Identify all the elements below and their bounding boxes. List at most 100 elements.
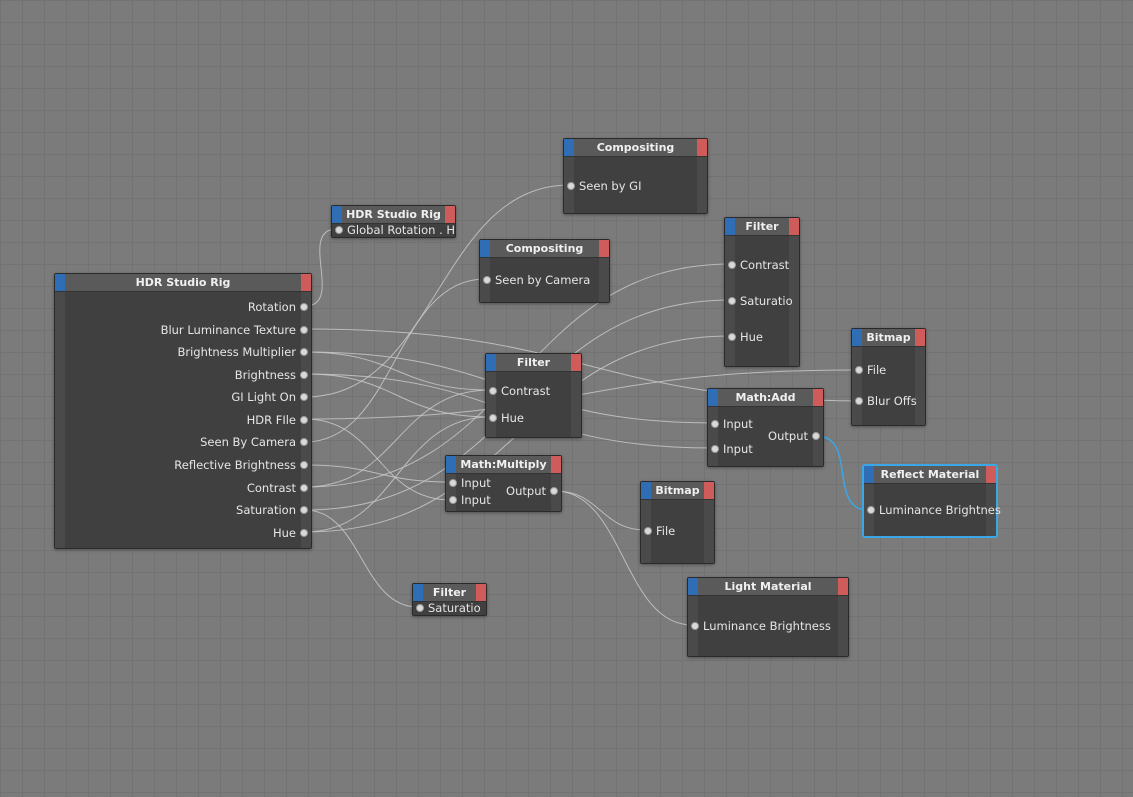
port-dot[interactable] xyxy=(300,461,308,469)
node-math-multiply[interactable]: Math:Multiply Input Input Output xyxy=(445,455,562,512)
port-rotation[interactable]: Rotation xyxy=(248,299,311,315)
node-reflect-material[interactable]: Reflect Material Luminance Brightnes xyxy=(863,465,1001,537)
port-saturation-input[interactable]: Saturatio xyxy=(413,600,498,616)
node-hdr-studio-rig-small[interactable]: HDR Studio Rig Global Rotation . H xyxy=(331,205,456,238)
port-file-input[interactable]: File xyxy=(852,362,930,378)
port-seen-by-camera-input[interactable]: Seen by Camera xyxy=(480,272,590,288)
node-math-add[interactable]: Math:Add Input Input Output xyxy=(707,388,824,467)
port-dot[interactable] xyxy=(812,432,820,440)
node-output-cap[interactable] xyxy=(813,389,823,406)
port-input-2[interactable]: Input xyxy=(708,441,753,457)
node-filter-mid[interactable]: Filter Contrast Hue xyxy=(485,353,582,438)
port-contrast-input[interactable]: Contrast xyxy=(486,383,550,399)
node-input-cap[interactable] xyxy=(413,584,423,601)
port-brightness-multiplier[interactable]: Brightness Multiplier xyxy=(177,344,311,360)
node-input-cap[interactable] xyxy=(725,218,735,235)
port-brightness[interactable]: Brightness xyxy=(235,367,311,383)
port-luminance-brightness-input[interactable]: Luminance Brightness xyxy=(688,618,831,634)
port-input-2[interactable]: Input xyxy=(446,492,491,508)
node-output-cap[interactable] xyxy=(551,456,561,473)
node-output-cap[interactable] xyxy=(445,206,455,223)
node-output-cap[interactable] xyxy=(476,584,486,601)
port-contrast[interactable]: Contrast xyxy=(247,480,311,496)
port-blur-offset-input[interactable]: Blur Offs xyxy=(852,393,930,409)
port-dot[interactable] xyxy=(489,387,497,395)
port-seen-by-camera[interactable]: Seen By Camera xyxy=(200,434,311,450)
node-input-cap[interactable] xyxy=(688,578,698,595)
node-compositing-gi[interactable]: Compositing Seen by GI xyxy=(563,138,708,214)
node-input-cap[interactable] xyxy=(852,329,862,346)
port-hdr-file[interactable]: HDR FIle xyxy=(247,412,311,428)
node-bitmap-top[interactable]: Bitmap File Blur Offs xyxy=(851,328,926,426)
port-dot[interactable] xyxy=(300,326,308,334)
port-input-1[interactable]: Input xyxy=(708,416,753,432)
port-dot[interactable] xyxy=(300,416,308,424)
port-saturation[interactable]: Saturation xyxy=(236,502,311,518)
port-hue[interactable]: Hue xyxy=(273,525,311,541)
port-hue-input[interactable]: Hue xyxy=(725,329,804,345)
port-dot[interactable] xyxy=(867,506,875,514)
node-output-cap[interactable] xyxy=(838,578,848,595)
port-dot[interactable] xyxy=(300,348,308,356)
port-dot[interactable] xyxy=(300,438,308,446)
node-output-cap[interactable] xyxy=(301,274,311,291)
node-input-cap[interactable] xyxy=(486,354,496,371)
port-hue-input[interactable]: Hue xyxy=(486,410,524,426)
node-filter-top[interactable]: Filter Contrast Saturatio Hue xyxy=(724,217,800,367)
port-dot[interactable] xyxy=(711,420,719,428)
node-input-cap[interactable] xyxy=(641,482,651,499)
node-output-cap[interactable] xyxy=(697,139,707,156)
node-input-cap[interactable] xyxy=(55,274,65,291)
node-input-cap[interactable] xyxy=(864,466,874,483)
node-output-cap[interactable] xyxy=(986,466,996,483)
port-dot[interactable] xyxy=(728,333,736,341)
port-dot[interactable] xyxy=(728,261,736,269)
port-dot[interactable] xyxy=(691,622,699,630)
port-dot[interactable] xyxy=(644,527,652,535)
node-light-material[interactable]: Light Material Luminance Brightness xyxy=(687,577,849,657)
port-saturation-input[interactable]: Saturatio xyxy=(725,293,804,309)
port-dot[interactable] xyxy=(300,393,308,401)
node-output-cap[interactable] xyxy=(599,240,609,257)
port-dot[interactable] xyxy=(550,487,558,495)
port-seen-by-gi[interactable]: Seen by GI xyxy=(564,178,641,194)
port-blur-luminance-texture[interactable]: Blur Luminance Texture xyxy=(161,322,311,338)
node-output-cap[interactable] xyxy=(789,218,799,235)
node-bitmap-bottom[interactable]: Bitmap File xyxy=(640,481,715,564)
port-dot[interactable] xyxy=(728,297,736,305)
port-dot[interactable] xyxy=(449,479,457,487)
port-contrast-input[interactable]: Contrast xyxy=(725,257,804,273)
port-dot[interactable] xyxy=(567,182,575,190)
port-luminance-brightness-input[interactable]: Luminance Brightnes xyxy=(864,502,1001,518)
node-input-cap[interactable] xyxy=(480,240,490,257)
node-output-cap[interactable] xyxy=(704,482,714,499)
port-dot[interactable] xyxy=(855,397,863,405)
port-dot[interactable] xyxy=(300,371,308,379)
port-file-input[interactable]: File xyxy=(641,523,675,539)
node-output-cap[interactable] xyxy=(915,329,925,346)
port-dot[interactable] xyxy=(489,414,497,422)
port-dot[interactable] xyxy=(855,366,863,374)
node-input-cap[interactable] xyxy=(332,206,342,223)
port-dot[interactable] xyxy=(483,276,491,284)
port-reflective-brightness[interactable]: Reflective Brightness xyxy=(174,457,311,473)
node-compositing-camera[interactable]: Compositing Seen by Camera xyxy=(479,239,610,303)
port-gi-light-on[interactable]: GI Light On xyxy=(231,389,311,405)
port-dot[interactable] xyxy=(711,445,719,453)
node-output-cap[interactable] xyxy=(571,354,581,371)
port-dot[interactable] xyxy=(300,303,308,311)
port-output[interactable]: Output xyxy=(768,428,823,444)
node-input-cap[interactable] xyxy=(708,389,718,406)
port-dot[interactable] xyxy=(416,604,424,612)
node-hdr-studio-rig-main[interactable]: HDR Studio Rig Rotation Blur Luminance T… xyxy=(54,273,312,549)
node-input-cap[interactable] xyxy=(564,139,574,156)
port-dot[interactable] xyxy=(300,484,308,492)
port-dot[interactable] xyxy=(449,496,457,504)
node-filter-small[interactable]: Filter Saturatio xyxy=(412,583,487,616)
port-input-1[interactable]: Input xyxy=(446,475,491,491)
port-global-rotation[interactable]: Global Rotation . H xyxy=(332,222,465,238)
node-input-cap[interactable] xyxy=(446,456,456,473)
port-dot[interactable] xyxy=(335,226,343,234)
port-dot[interactable] xyxy=(300,529,308,537)
port-dot[interactable] xyxy=(300,506,308,514)
